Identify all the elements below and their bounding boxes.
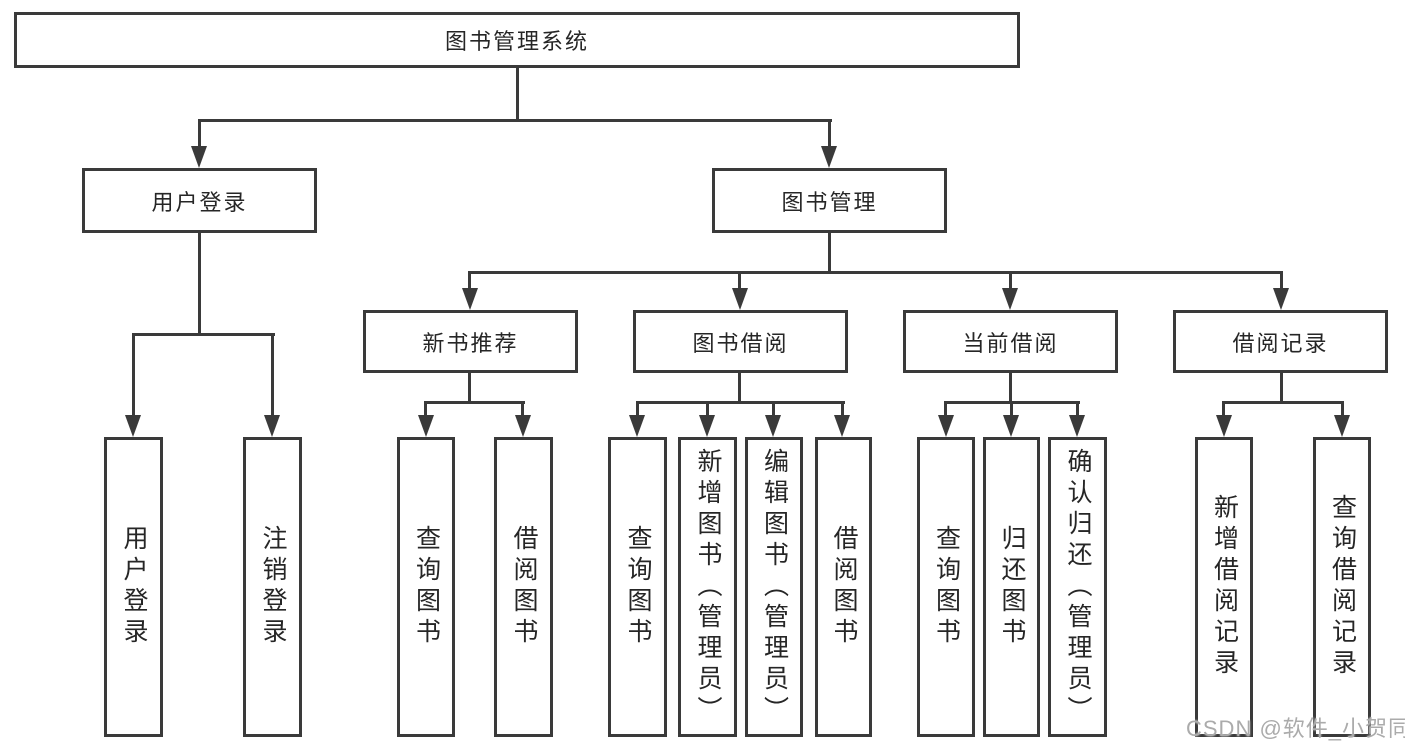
node-new-book-recommend: 新书推荐	[363, 310, 578, 373]
connector-line	[468, 271, 471, 292]
connector-line	[271, 333, 274, 417]
connector-line	[132, 333, 275, 336]
connector-line	[1222, 401, 1343, 404]
leaf-query-book-current-label: 查询图书	[932, 525, 961, 649]
node-root: 图书管理系统	[14, 12, 1020, 68]
node-current-borrow: 当前借阅	[903, 310, 1118, 373]
connector-line	[1280, 271, 1283, 292]
node-book-management-label: 图书管理	[781, 189, 878, 215]
leaf-confirm-return-admin-label: 确认归还（管理员）	[1064, 447, 1092, 727]
leaf-borrow-book-recommend-label: 借阅图书	[510, 525, 538, 649]
arrowhead-down-icon	[1273, 288, 1289, 310]
leaf-edit-book-admin: 编辑图书（管理员）	[745, 437, 803, 737]
connector-line	[132, 333, 135, 417]
connector-line	[198, 233, 201, 336]
leaf-logout: 注销登录	[243, 437, 302, 737]
leaf-borrow-book: 借阅图书	[815, 437, 872, 737]
leaf-query-book-recommend-label: 查询图书	[412, 525, 441, 649]
leaf-query-book-recommend: 查询图书	[397, 437, 455, 737]
leaf-add-book-admin-label: 新增图书（管理员）	[694, 447, 722, 727]
connector-line	[1076, 401, 1079, 419]
leaf-query-book-borrow: 查询图书	[608, 437, 667, 737]
leaf-confirm-return-admin: 确认归还（管理员）	[1048, 437, 1107, 737]
leaf-edit-book-admin-label: 编辑图书（管理员）	[760, 447, 789, 727]
connector-line	[521, 401, 524, 419]
node-current-borrow-label: 当前借阅	[962, 330, 1059, 356]
leaf-query-book-current: 查询图书	[917, 437, 975, 737]
arrowhead-down-icon	[418, 415, 434, 437]
arrowhead-down-icon	[125, 415, 141, 437]
node-borrow-records: 借阅记录	[1173, 310, 1388, 373]
leaf-query-borrow-record-label: 查询借阅记录	[1328, 494, 1357, 680]
connector-line	[1341, 401, 1344, 419]
csdn-watermark: CSDN @软件_小贺同学	[1186, 716, 1405, 741]
connector-line	[1280, 373, 1283, 403]
connector-line	[1009, 271, 1012, 292]
leaf-user-login: 用户登录	[104, 437, 163, 737]
arrowhead-down-icon	[1002, 288, 1018, 310]
connector-line	[198, 119, 201, 148]
leaf-borrow-book-recommend: 借阅图书	[494, 437, 553, 737]
arrowhead-down-icon	[191, 146, 207, 168]
arrowhead-down-icon	[629, 415, 645, 437]
leaf-user-login-label: 用户登录	[120, 525, 148, 649]
connector-line	[198, 119, 832, 122]
arrowhead-down-icon	[1216, 415, 1232, 437]
arrowhead-down-icon	[264, 415, 280, 437]
connector-line	[1222, 401, 1225, 419]
leaf-add-borrow-record: 新增借阅记录	[1195, 437, 1253, 737]
connector-line	[468, 271, 1283, 274]
connector-line	[1009, 373, 1012, 403]
leaf-query-borrow-record: 查询借阅记录	[1313, 437, 1371, 737]
connector-line	[424, 401, 427, 419]
arrowhead-down-icon	[1334, 415, 1350, 437]
connector-line	[828, 119, 831, 148]
connector-line	[636, 401, 639, 419]
connector-line	[706, 401, 709, 419]
leaf-query-book-borrow-label: 查询图书	[624, 525, 652, 649]
arrowhead-down-icon	[699, 415, 715, 437]
node-book-borrow-label: 图书借阅	[692, 330, 789, 356]
node-root-label: 图书管理系统	[444, 29, 589, 54]
node-new-book-recommend-label: 新书推荐	[422, 330, 519, 356]
connector-line	[772, 401, 775, 419]
node-user-login: 用户登录	[82, 168, 317, 233]
node-book-management: 图书管理	[712, 168, 947, 233]
arrowhead-down-icon	[821, 146, 837, 168]
arrowhead-down-icon	[938, 415, 954, 437]
node-borrow-records-label: 借阅记录	[1232, 330, 1329, 356]
connector-line	[636, 401, 845, 404]
connector-line	[468, 373, 471, 403]
connector-line	[1010, 401, 1013, 419]
connector-line	[516, 68, 519, 121]
arrowhead-down-icon	[1069, 415, 1085, 437]
connector-line	[738, 373, 741, 403]
leaf-return-book: 归还图书	[983, 437, 1040, 737]
arrowhead-down-icon	[462, 288, 478, 310]
connector-line	[944, 401, 947, 419]
connector-line	[738, 271, 741, 292]
node-user-login-label: 用户登录	[151, 189, 248, 215]
connector-line	[841, 401, 844, 419]
connector-line	[828, 233, 831, 273]
leaf-logout-label: 注销登录	[259, 525, 287, 649]
arrowhead-down-icon	[1003, 415, 1019, 437]
arrowhead-down-icon	[515, 415, 531, 437]
leaf-borrow-book-label: 借阅图书	[830, 525, 858, 649]
leaf-return-book-label: 归还图书	[998, 525, 1026, 649]
leaf-add-borrow-record-label: 新增借阅记录	[1210, 494, 1239, 680]
leaf-add-book-admin: 新增图书（管理员）	[678, 437, 737, 737]
node-book-borrow: 图书借阅	[633, 310, 848, 373]
arrowhead-down-icon	[765, 415, 781, 437]
arrowhead-down-icon	[834, 415, 850, 437]
arrowhead-down-icon	[732, 288, 748, 310]
connector-line	[424, 401, 525, 404]
